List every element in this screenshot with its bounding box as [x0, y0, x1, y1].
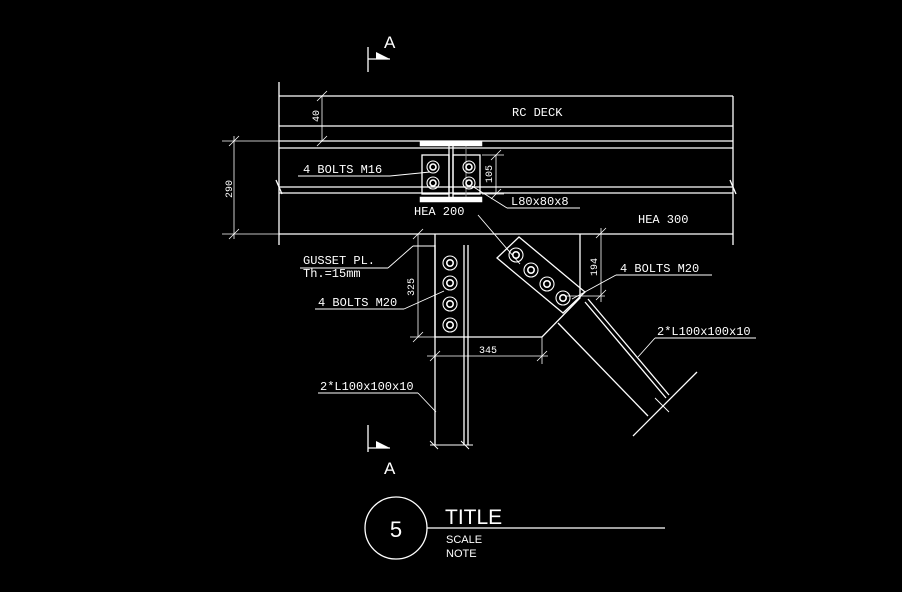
dimension-194-value: 194	[590, 258, 601, 276]
rc-deck-label: RC DECK	[512, 106, 563, 120]
dimension-345-value: 345	[479, 346, 497, 357]
rc-deck-slab	[278, 82, 734, 245]
note-text: NOTE	[446, 548, 477, 560]
dimension-290-value: 290	[225, 180, 236, 198]
leader-bolts-m20-right	[571, 274, 712, 300]
leader-bolts-m16	[298, 171, 431, 177]
title-block	[364, 496, 665, 560]
hea200-section	[419, 140, 483, 203]
leader-l80	[471, 185, 580, 209]
dimension-40: 40	[312, 90, 328, 147]
angle-right-label: 2*L100x100x10	[657, 325, 751, 339]
dimension-290: 290	[222, 135, 279, 240]
bolts-m20-right-label: 4 BOLTS M20	[620, 262, 699, 276]
dimension-105: 105	[482, 149, 504, 200]
m16-bolt-group	[426, 160, 476, 190]
section-mark-top-label: A	[384, 33, 396, 52]
leader-gusset	[300, 245, 435, 269]
diagonal-brace	[477, 214, 698, 437]
dimension-345: 345	[427, 337, 548, 364]
leader-angle-right	[637, 337, 756, 358]
leader-angle-left	[318, 392, 437, 413]
scale-text: SCALE	[446, 534, 482, 546]
section-mark-bottom-label: A	[384, 459, 396, 478]
hea300-beam	[275, 141, 737, 245]
gusset-label-line1: GUSSET PL.	[303, 254, 375, 268]
angle-left-label: 2*L100x100x10	[320, 380, 414, 394]
detail-number: 5	[390, 517, 402, 542]
section-mark-top: A	[367, 33, 396, 72]
hea200-label: HEA 200	[414, 205, 464, 219]
dimension-325-value: 325	[407, 278, 418, 296]
gusset-bolt-group	[442, 255, 458, 333]
l80-label: L80x80x8	[511, 195, 569, 209]
dimension-325: 325	[407, 228, 435, 343]
gusset-label-line2: Th.=15mm	[303, 267, 361, 281]
brace-bolt-group	[508, 247, 571, 306]
bolts-m16-label: 4 BOLTS M16	[303, 163, 382, 177]
bolts-m20-left-label: 4 BOLTS M20	[318, 296, 397, 310]
dimension-40-value: 40	[312, 110, 323, 122]
dimension-194: 194	[565, 227, 607, 302]
hea300-label: HEA 300	[638, 213, 688, 227]
dimension-105-value: 105	[485, 165, 496, 183]
leader-bolts-m20-left	[315, 290, 445, 310]
section-mark-bottom: A	[367, 425, 396, 478]
title-text: TITLE	[445, 506, 502, 529]
vertical-angle-member	[429, 245, 473, 450]
